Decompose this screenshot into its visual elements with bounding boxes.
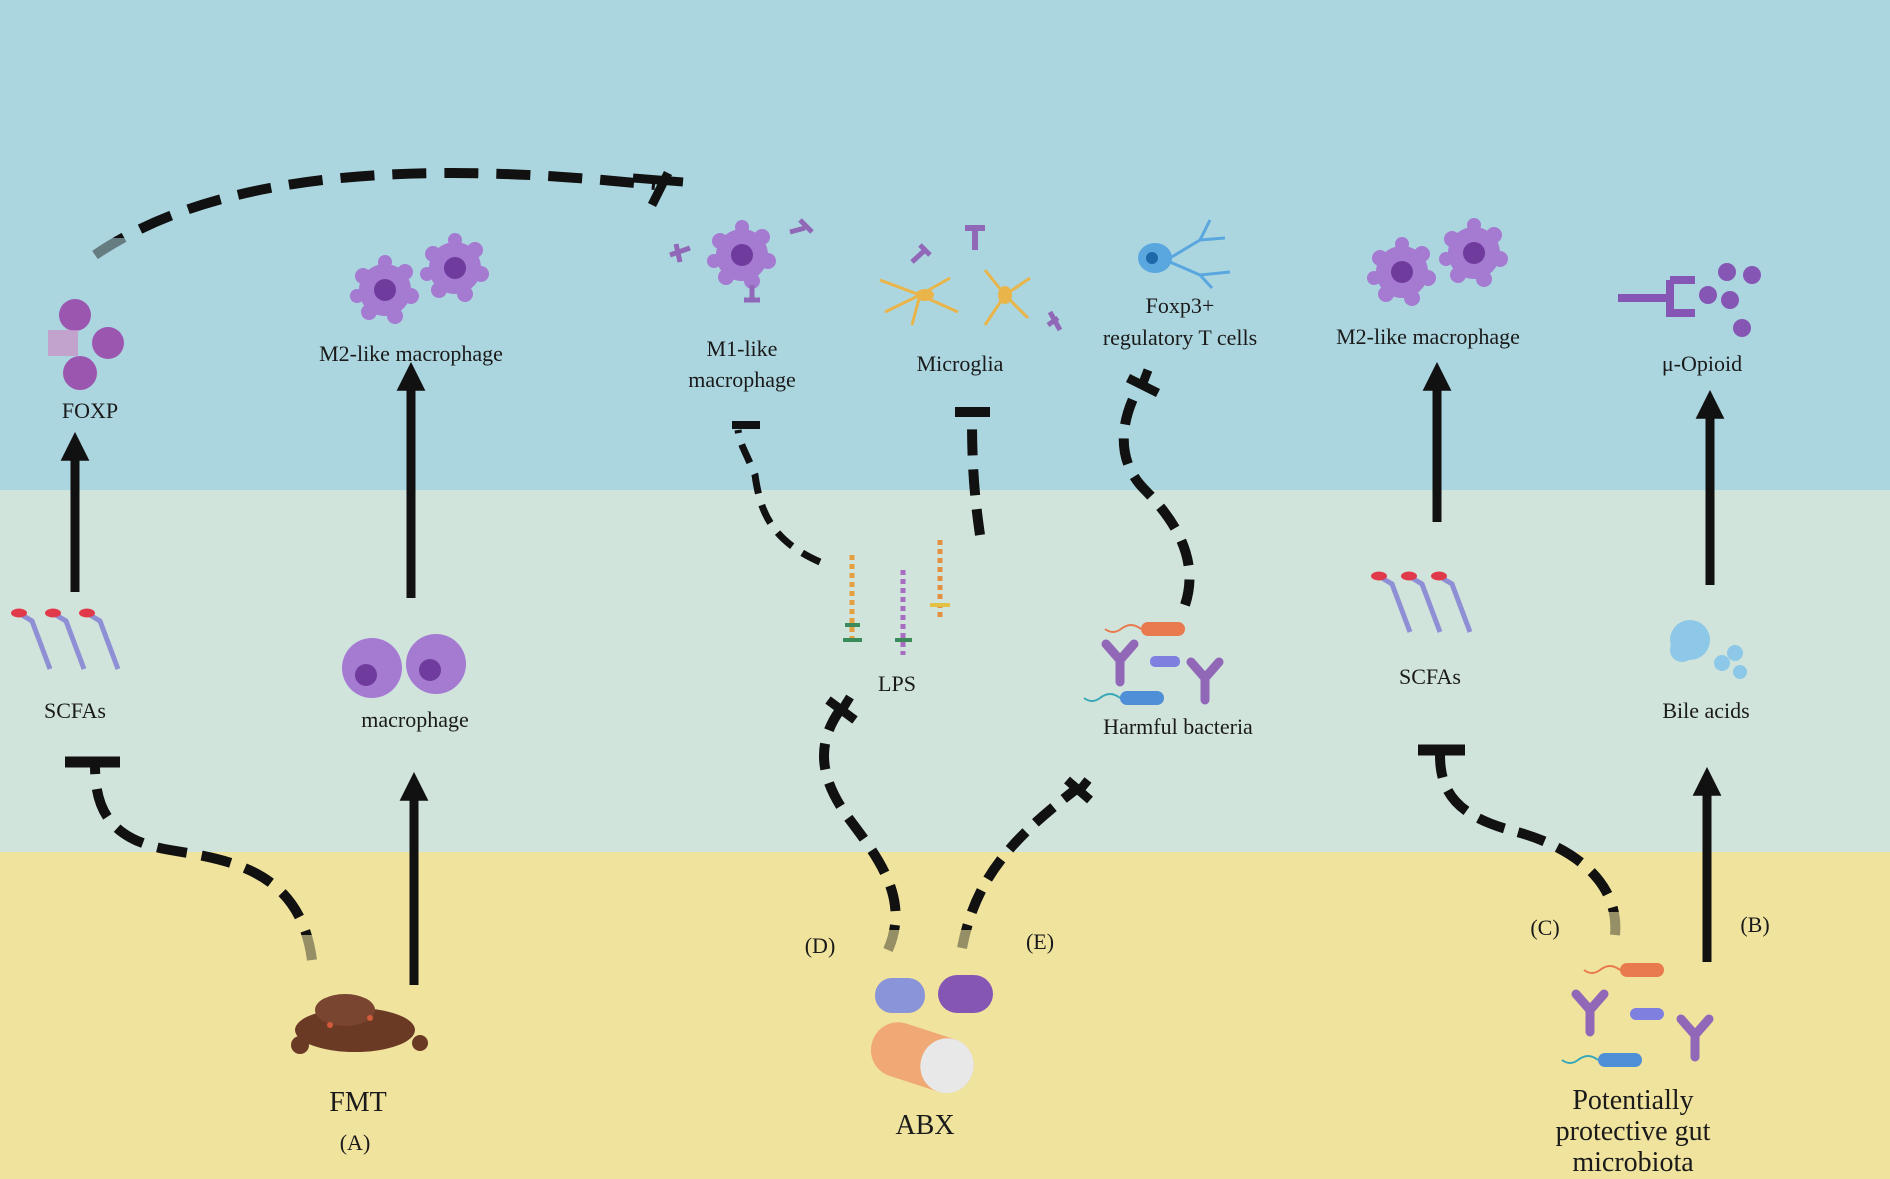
m1-macrophage-icon xyxy=(669,218,814,303)
label-harmful: Harmful bacteria xyxy=(1103,714,1253,739)
label-m2-right: M2-like macrophage xyxy=(1336,324,1520,349)
foxp-protein-icon xyxy=(48,299,124,390)
microglia-icon xyxy=(879,225,1063,332)
treg-cell-icon xyxy=(1138,219,1231,290)
tag-b: (B) xyxy=(1740,912,1770,937)
lps-icon xyxy=(843,540,950,655)
label-abx: ABX xyxy=(895,1110,955,1141)
label-foxp3-line1: Foxp3+ xyxy=(1145,293,1215,318)
label-lps: LPS xyxy=(878,671,916,696)
label-foxp3-line2: regulatory T cells xyxy=(1102,325,1258,350)
inhibit-lps-to-m1 xyxy=(734,429,822,566)
inhibit-arc-foxp-to-m1 xyxy=(92,168,656,260)
label-scfas-left: SCFAs xyxy=(44,698,106,723)
inhibit-bar-m1-top xyxy=(632,170,684,208)
label-opioid: μ-Opioid xyxy=(1661,351,1743,376)
scfa-molecule-icon-left xyxy=(11,609,118,670)
opioid-receptor-icon xyxy=(1618,263,1761,337)
inhibit-microbiota-to-scfa xyxy=(1435,754,1621,936)
label-bile: Bile acids xyxy=(1662,698,1750,723)
bile-acid-icon xyxy=(1670,620,1747,679)
macrophage-icon xyxy=(342,634,466,698)
tag-e: (E) xyxy=(1025,929,1055,954)
label-protective-line2: protective gut xyxy=(1555,1116,1711,1147)
top-band xyxy=(0,0,1890,490)
label-m1-line2: macrophage xyxy=(688,367,796,392)
bacteria-icon-protective xyxy=(1561,962,1709,1068)
inhibit-fmt-to-scfa xyxy=(90,764,317,961)
m2-macrophage-icon-left xyxy=(350,233,489,324)
inhibit-harmful-to-foxp3 xyxy=(1118,382,1195,607)
scfa-molecule-icon-right xyxy=(1371,572,1470,633)
label-fmt: FMT xyxy=(329,1087,387,1118)
capsule-icon xyxy=(870,975,993,1094)
m2-macrophage-icon-right xyxy=(1367,218,1508,306)
inhibit-lps-to-microglia xyxy=(967,419,985,536)
label-m2-left: M2-like macrophage xyxy=(319,341,503,366)
label-protective-line1: Potentially xyxy=(1572,1085,1694,1116)
tag-d: (D) xyxy=(804,933,836,958)
label-m1-line1: M1-like xyxy=(706,336,778,361)
tag-a: (A) xyxy=(339,1130,371,1155)
label-foxp: FOXP xyxy=(61,398,119,423)
arrows-layer xyxy=(60,168,1725,985)
middle-band xyxy=(0,490,1890,852)
label-microglia: Microglia xyxy=(916,351,1004,376)
bacteria-icon-harmful xyxy=(1083,621,1219,706)
label-scfas-right: SCFAs xyxy=(1399,664,1461,689)
label-protective-line3: microbiota xyxy=(1572,1147,1694,1178)
label-macrophage: macrophage xyxy=(361,707,469,732)
inhibit-abx-to-lps xyxy=(819,707,901,953)
tag-c: (C) xyxy=(1530,915,1560,940)
feces-icon xyxy=(291,994,428,1054)
inhibit-abx-to-harmful xyxy=(957,786,1079,949)
